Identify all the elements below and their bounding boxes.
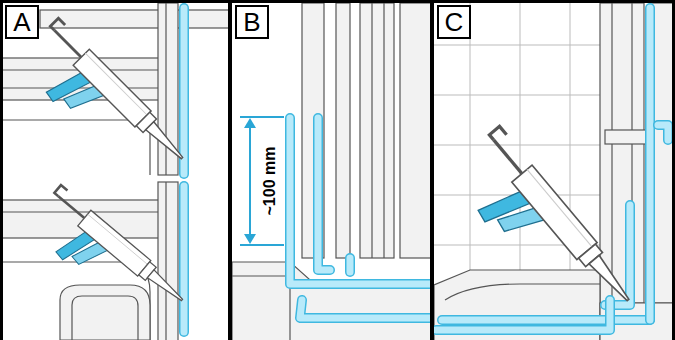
panel-letter: C [445, 9, 464, 35]
panel-ground [3, 3, 228, 340]
panel-letter: A [13, 9, 30, 35]
panel-b-drawing [232, 3, 430, 340]
panel-c-drawing [434, 3, 672, 340]
panel-letter: B [243, 9, 260, 35]
panel-letter-box: C [437, 5, 471, 39]
panel-letter-box: B [235, 5, 269, 39]
panel-letter-box: A [5, 5, 39, 39]
panel-a-drawing [3, 3, 228, 340]
dimension-label: ~100 mm [262, 147, 278, 216]
